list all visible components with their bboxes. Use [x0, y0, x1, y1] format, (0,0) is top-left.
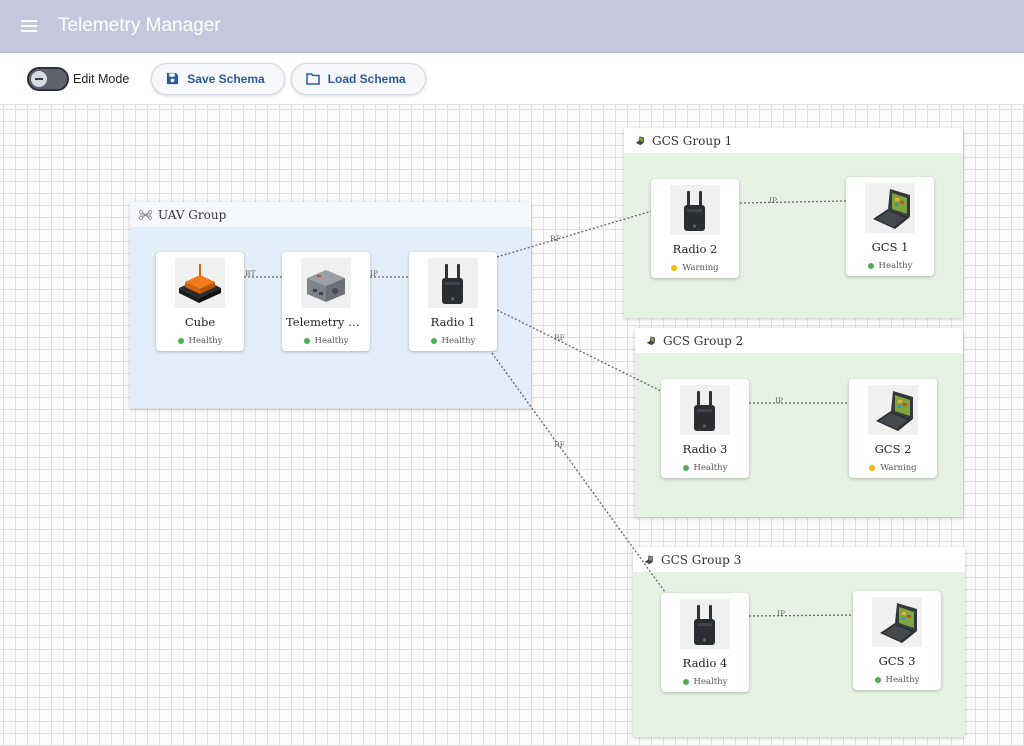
status-dot [177, 338, 184, 344]
link-label: IP [775, 396, 784, 405]
rugged-laptop-icon [868, 385, 918, 435]
node-status: Healthy [853, 675, 941, 685]
node-status: Warning [651, 263, 739, 273]
status-dot [682, 465, 689, 471]
node-status: Warning [849, 463, 937, 473]
node-gcs-3[interactable]: GCS 3 Healthy [853, 591, 941, 690]
edit-mode-label: Edit Mode [73, 71, 130, 86]
node-name: GCS 3 [878, 654, 916, 668]
status-dot [869, 465, 876, 471]
status-text: Healthy [188, 336, 223, 346]
link-label: RF [554, 333, 565, 342]
node-name: GCS 2 [874, 442, 912, 456]
node-gcs-2[interactable]: GCS 2 Warning [849, 379, 937, 478]
group-label: UAV Group [158, 207, 227, 222]
folder-icon [305, 72, 320, 85]
node-cube[interactable]: Cube Healthy [156, 252, 244, 351]
node-status: Healthy [846, 261, 934, 271]
status-text: Healthy [693, 463, 728, 473]
node-status: Healthy [409, 336, 497, 346]
radio-icon [680, 385, 730, 435]
rugged-laptop-icon [872, 597, 922, 647]
link-label: RF [554, 440, 565, 449]
schema-canvas[interactable]: UAV Group GCS Group 1 GCS Group 2 GCS Gr… [0, 105, 1024, 746]
group-header: GCS Group 3 [633, 547, 965, 572]
group-label: GCS Group 3 [661, 552, 742, 567]
status-text: Healthy [878, 261, 913, 271]
status-dot [874, 677, 881, 683]
drone-icon [139, 209, 152, 220]
link-label: IP [777, 609, 786, 618]
app-bar: Telemetry Manager [0, 0, 1024, 53]
app-title: Telemetry Manager [58, 15, 221, 36]
group-label: GCS Group 2 [663, 333, 744, 348]
status-dot [430, 338, 437, 344]
node-name: Radio 2 [672, 242, 718, 256]
save-schema-label: Save Schema [187, 71, 265, 86]
radio-icon [428, 258, 478, 308]
node-status: Healthy [661, 677, 749, 687]
laptop-icon [644, 335, 657, 346]
node-gcs-1[interactable]: GCS 1 Healthy [846, 177, 934, 276]
node-name: GCS 1 [871, 240, 909, 254]
group-header: GCS Group 2 [635, 328, 963, 353]
flight-controller-icon [175, 258, 225, 308]
menu-button[interactable] [0, 0, 58, 53]
status-text: Healthy [885, 675, 920, 685]
save-icon [166, 72, 179, 85]
node-name: Radio 4 [682, 656, 728, 670]
node-name: Cube [184, 315, 216, 329]
node-status: Healthy [156, 336, 244, 346]
group-label: GCS Group 1 [652, 133, 733, 148]
status-text: Healthy [314, 336, 349, 346]
status-text: Warning [682, 263, 719, 273]
laptop-icon [633, 135, 646, 146]
status-dot [671, 265, 678, 271]
status-dot [303, 338, 310, 344]
node-radio-3[interactable]: Radio 3 Healthy [661, 379, 749, 478]
laptop-icon [642, 554, 655, 565]
group-header: GCS Group 1 [624, 128, 963, 153]
radio-icon [680, 599, 730, 649]
node-name: Radio 1 [430, 315, 476, 329]
node-radio-1[interactable]: Radio 1 Healthy [409, 252, 497, 351]
load-schema-label: Load Schema [327, 71, 406, 86]
radio-icon [670, 185, 720, 235]
hamburger-menu-icon [21, 20, 37, 32]
group-header: UAV Group [130, 202, 531, 227]
status-dot [867, 263, 874, 269]
toggle-knob [31, 70, 47, 87]
save-schema-button[interactable]: Save Schema [151, 62, 285, 95]
node-name: Telemetry Module [286, 315, 370, 329]
link-label: RF [550, 234, 561, 243]
status-text: Healthy [441, 336, 476, 346]
node-status: Healthy [282, 336, 370, 346]
node-radio-4[interactable]: Radio 4 Healthy [661, 593, 749, 692]
toolbar: Edit Mode Save Schema Load Schema [0, 53, 1024, 105]
status-dot [682, 679, 689, 685]
load-schema-button[interactable]: Load Schema [290, 62, 426, 95]
link-label: IP [370, 269, 379, 278]
link-label: BT [245, 269, 256, 278]
rugged-laptop-icon [865, 183, 915, 233]
telemetry-module-icon [301, 258, 351, 308]
node-radio-2[interactable]: Radio 2 Warning [651, 179, 739, 278]
link-label: IP [769, 196, 778, 205]
node-status: Healthy [661, 463, 749, 473]
status-text: Healthy [693, 677, 728, 687]
node-name: Radio 3 [682, 442, 728, 456]
status-text: Warning [880, 463, 917, 473]
node-telemetry-module[interactable]: Telemetry Module Healthy [282, 252, 370, 351]
edit-mode-toggle[interactable] [27, 66, 69, 91]
